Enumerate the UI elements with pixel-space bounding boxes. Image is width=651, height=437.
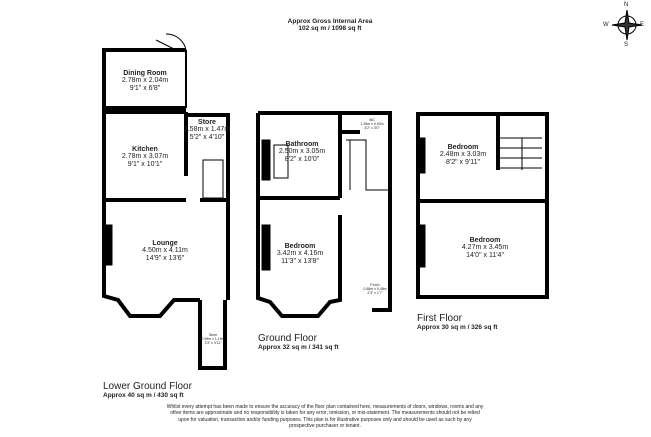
chimney-breast <box>261 139 271 181</box>
first-floor-walls <box>416 112 549 299</box>
chimney-breast <box>105 224 113 266</box>
stairs-icon <box>202 159 224 199</box>
door-icon <box>155 33 187 51</box>
compass-w: W <box>603 22 609 28</box>
chimney-breast <box>417 224 426 268</box>
compass-n: N <box>624 2 629 8</box>
lower-ground-floor-walls <box>102 48 230 370</box>
compass-icon <box>611 9 643 41</box>
ground-floor-walls <box>256 111 392 318</box>
bath-icon <box>273 144 289 179</box>
chimney-breast <box>417 137 426 174</box>
stairs-icon <box>346 139 388 191</box>
compass-s: S <box>624 42 629 48</box>
compass-e: E <box>640 22 645 28</box>
stairs-icon <box>500 137 542 170</box>
chimney-breast <box>261 224 271 271</box>
disclaimer: Whilst every attempt has been made to en… <box>166 404 484 429</box>
